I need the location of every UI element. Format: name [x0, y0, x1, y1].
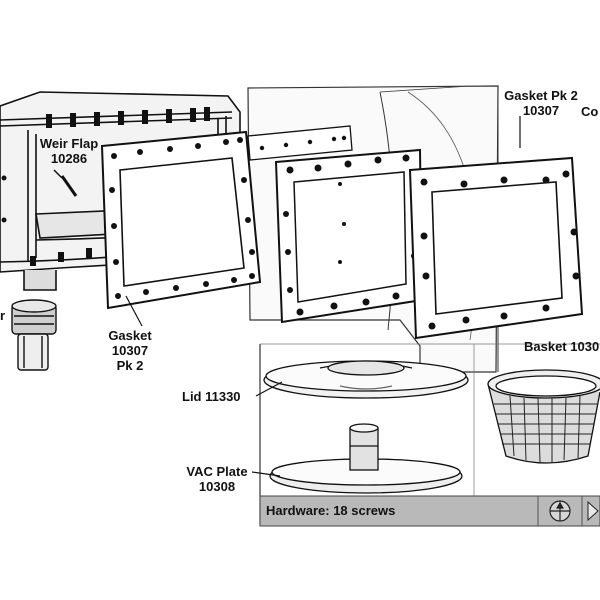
hardware-bar	[259, 495, 600, 527]
gasket-left-pack: Pk 2	[116, 358, 144, 373]
screw-strip-icon	[247, 125, 353, 161]
compass-icon[interactable]	[549, 500, 571, 522]
lower-photo-panel	[259, 343, 600, 524]
weir-flap-icon	[53, 169, 78, 197]
lid-icon	[263, 360, 469, 399]
leader-lines	[125, 116, 521, 477]
basket-icon	[487, 369, 600, 464]
vac-plate-label: VAC Plate 10308	[178, 464, 256, 494]
gasket-left-number: 10307	[111, 343, 149, 358]
adapter-icon	[11, 299, 57, 371]
gasket-left-label: Gasket 10307 Pk 2	[100, 328, 160, 373]
vac-plate-number: 10308	[198, 479, 236, 494]
gasket-right-number: 10307	[522, 103, 560, 118]
weir-flap-label: Weir Flap 10286	[34, 136, 104, 166]
gasket-left-name: Gasket	[108, 328, 152, 343]
faceplate-icon	[274, 148, 424, 324]
lid-label: Lid 11330	[182, 389, 241, 404]
vac-plate-name: VAC Plate	[186, 464, 248, 479]
gasket-icon-right	[408, 156, 584, 340]
hardware-count-text: Hardware: 18 screws	[266, 503, 396, 518]
weir-flap-number: 10286	[50, 151, 88, 166]
vac-plate-icon	[269, 423, 463, 494]
basket-label: Basket 1030	[524, 339, 600, 354]
play-icon[interactable]	[587, 500, 599, 522]
gasket-right-label: Gasket Pk 2 10307	[498, 88, 584, 118]
gasket-right-name: Gasket Pk 2	[504, 88, 578, 103]
weir-flap-name: Weir Flap	[39, 136, 99, 151]
gasket-icon	[100, 130, 262, 310]
adapter-label-fragment: r	[0, 308, 6, 323]
cover-label-fragment: Co	[581, 104, 599, 119]
